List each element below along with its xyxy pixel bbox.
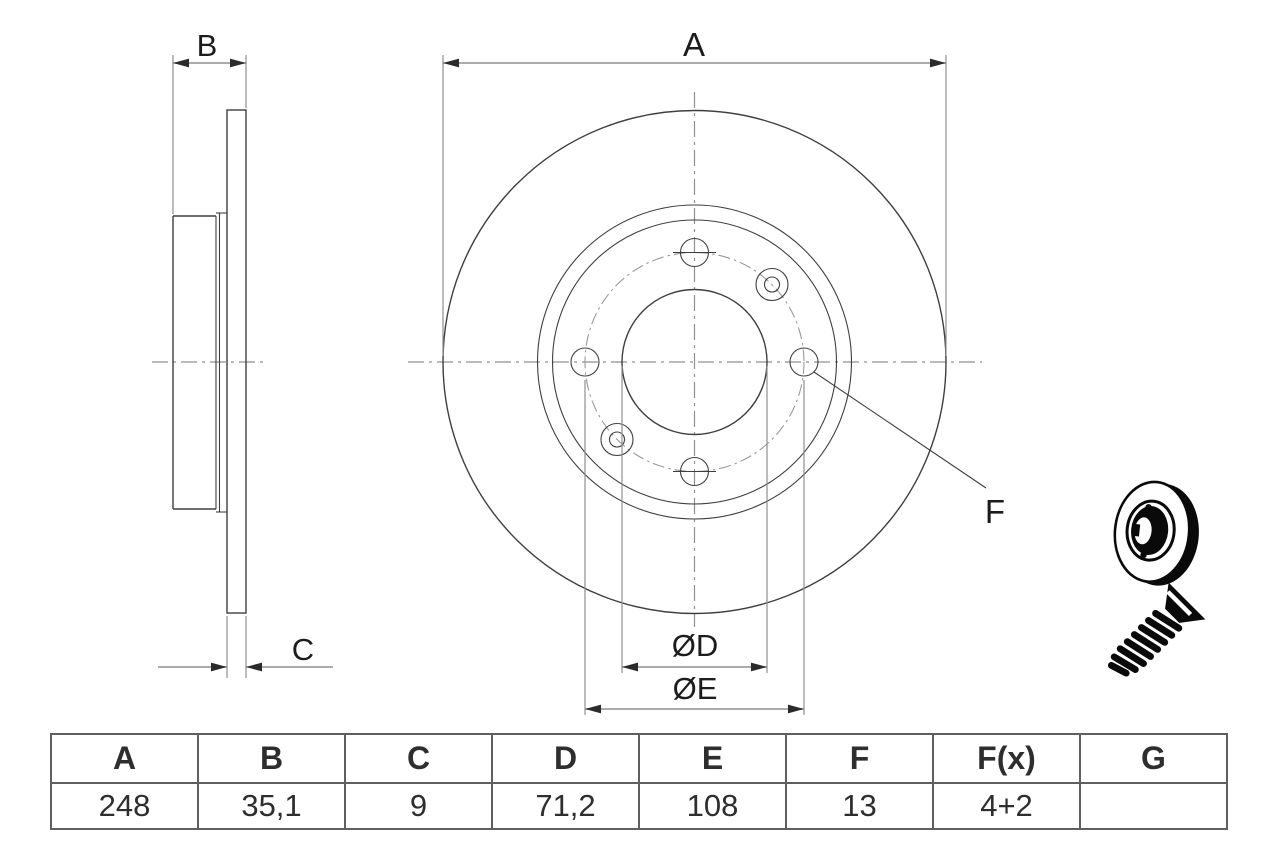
dimension-e: ØE: [584, 380, 805, 715]
screw-slot: [1166, 590, 1193, 617]
table-value-cell-b: 35,1: [197, 782, 346, 830]
pin-hole-inner: [608, 431, 626, 448]
table-value-cell-d: 71,2: [491, 782, 640, 830]
table-header-row: A B C D E F F(x) G: [50, 733, 1228, 784]
table-header-cell-g: G: [1079, 733, 1228, 784]
screw-head: [1165, 582, 1206, 623]
screw-thread: [1116, 645, 1147, 667]
table-value-cell-c: 9: [344, 782, 493, 830]
table-value-cell-e: 108: [638, 782, 787, 830]
dim-d-arrow-right: [751, 662, 767, 672]
pin-hole-inner: [763, 276, 781, 293]
dimension-c: C: [158, 616, 333, 678]
friction-surface-inner-circle: [536, 204, 853, 520]
countersunk-screw-icon: [1107, 582, 1206, 677]
table-header-cell-a: A: [50, 733, 199, 784]
table-header-cell-e: E: [638, 733, 787, 784]
table-header-cell-f: F: [785, 733, 934, 784]
table-value-cell-a: 248: [50, 782, 199, 830]
dim-c-arrow-right: [246, 662, 262, 672]
pin-hole-lower-left: [600, 422, 634, 457]
pin-hole-upper-right: [755, 267, 789, 302]
dim-a-arrow-right: [930, 58, 946, 68]
dim-e-arrow-right: [788, 704, 804, 714]
disc-bolt-dot-top: [1145, 504, 1152, 511]
center-bore-circle: [621, 288, 768, 436]
pin-hole-outer: [600, 422, 634, 457]
table-value-cell-fx: 4+2: [932, 782, 1081, 830]
disc-bolt-dot-bottom: [1140, 551, 1147, 559]
leader-f-label: F: [985, 493, 1005, 530]
screw-thread: [1152, 609, 1183, 632]
dim-b-label: B: [197, 28, 218, 63]
dim-e-label: ØE: [673, 671, 718, 706]
dimension-b: B: [172, 28, 247, 214]
dim-c-arrow-left: [211, 662, 227, 672]
pin-hole-outer: [755, 267, 789, 302]
screw-thread: [1110, 653, 1139, 673]
screw-threads: [1107, 609, 1183, 677]
bolt-circle: [584, 251, 805, 473]
side-view: [152, 109, 268, 614]
bolt-hole-left: [570, 347, 600, 377]
hat-circle: [551, 219, 838, 505]
leader-f: F: [813, 371, 1005, 530]
dim-d-arrow-left: [622, 662, 638, 672]
disc-bore: [1134, 517, 1152, 545]
leader-f-line: [813, 371, 987, 489]
table-value-cell-g: [1079, 782, 1228, 830]
table-header-cell-d: D: [491, 733, 640, 784]
dimensions-table: A B C D E F F(x) G 248 35,1 9 71,2 108 1…: [50, 733, 1228, 830]
dimension-a: A: [442, 26, 947, 356]
friction-ring-section: [226, 109, 247, 614]
table-value-cell-f: 13: [785, 782, 934, 830]
screw-thread-tip: [1107, 661, 1130, 677]
table-header-cell-b: B: [197, 733, 346, 784]
screw-thread: [1123, 638, 1154, 660]
dim-e-arrow-left: [585, 704, 601, 714]
dimension-d: ØD: [621, 366, 768, 673]
screw-thread: [1137, 624, 1169, 646]
dim-a-label: A: [683, 26, 705, 63]
disc-bore-notch: [1132, 523, 1141, 537]
table-header-cell-c: C: [344, 733, 493, 784]
dim-c-label: C: [292, 632, 314, 667]
bolt-hole-right: [789, 347, 819, 377]
table-value-row: 248 35,1 9 71,2 108 13 4+2: [50, 782, 1228, 830]
dim-b-arrow-right: [230, 58, 246, 68]
table-header-cell-fx: F(x): [932, 733, 1081, 784]
screw-thread: [1145, 617, 1176, 639]
front-view: [408, 92, 982, 627]
dim-a-arrow-left: [443, 58, 459, 68]
brake-disc-3d-icon: [1113, 480, 1199, 586]
dim-b-arrow-left: [173, 58, 189, 68]
dim-d-label: ØD: [672, 628, 719, 663]
screw-thread: [1130, 631, 1162, 653]
outer-diameter-circle: [442, 109, 947, 615]
